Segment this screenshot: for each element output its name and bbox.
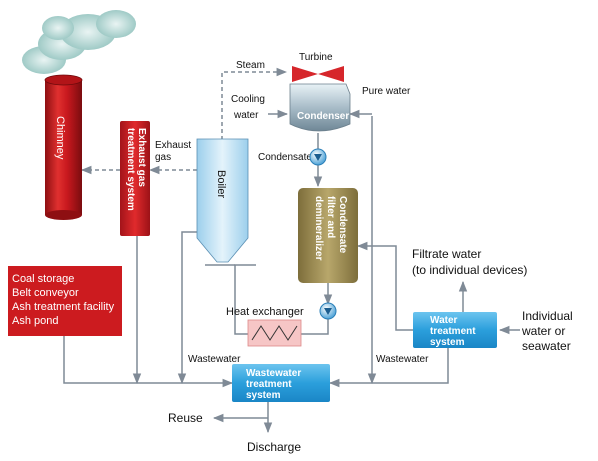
cond-filter-label-2: filter and	[325, 196, 336, 238]
condensate-label: Condensate	[258, 152, 312, 163]
coal-label-1: Coal storage	[12, 273, 74, 285]
egt-label-1: Exhaust gas	[136, 128, 147, 187]
wt-label-1: Water	[430, 315, 458, 326]
reuse-label: Reuse	[168, 411, 203, 425]
pure-water-label: Pure water	[362, 86, 411, 97]
hx-loop	[301, 318, 329, 335]
steam-label: Steam	[236, 60, 265, 71]
boiler-label: Boiler	[215, 170, 227, 198]
steam-line	[221, 67, 288, 140]
coal-label-4: Ash pond	[12, 315, 58, 327]
exhaust-gas-label-1: Exhaust	[155, 140, 191, 151]
coal-label-3: Ash treatment facility	[12, 301, 115, 313]
filtrate-label-1: Filtrate water	[412, 247, 481, 261]
cooling-label-1: Cooling	[231, 94, 265, 105]
cooling-label-2: water	[233, 110, 259, 121]
heat-exchanger	[247, 319, 302, 347]
hx-to-boiler	[234, 264, 256, 335]
turbine-icon	[292, 66, 344, 82]
exhaust-gas-label-2: gas	[155, 152, 171, 163]
wastewater-treatment-system: Wastewater treatment system	[232, 364, 330, 402]
smoke-icon	[22, 10, 136, 74]
coal-label-2: Belt conveyor	[12, 287, 79, 299]
coal-waste-line	[63, 336, 234, 388]
wt-label-2: treatment	[430, 326, 476, 337]
discharge-label: Discharge	[247, 440, 301, 454]
wastewater-right-label: Wastewater	[376, 354, 429, 365]
turbine: Turbine	[292, 52, 344, 82]
wwt-label-1: Wastewater	[246, 368, 301, 379]
indiv-label-2: water or	[521, 324, 565, 338]
feed-pump-icon	[319, 302, 337, 320]
heat-exchanger-coil-icon	[251, 325, 298, 341]
cond-filter-label-1: Condensate	[337, 196, 348, 254]
turbine-label: Turbine	[299, 52, 333, 63]
egt-label-2: treatment system	[125, 128, 136, 211]
condenser-label: Condenser	[297, 111, 349, 122]
wt-label-3: system	[430, 337, 465, 348]
indiv-label-3: seawater	[522, 339, 571, 353]
boiler: Boiler	[196, 138, 249, 263]
wwt-label-2: treatment	[246, 379, 292, 390]
condensate-pump-icon	[309, 148, 327, 166]
wastewater-left-label: Wastewater	[188, 354, 241, 365]
indiv-label-1: Individual	[522, 309, 573, 323]
water-treatment-system: Water treatment system	[413, 312, 497, 348]
cond-filter-label-3: demineralizer	[313, 196, 324, 261]
wwt-label-3: system	[246, 390, 281, 401]
heat-exchanger-label: Heat exchanger	[226, 306, 304, 318]
condenser: Condenser	[289, 83, 351, 132]
condensate-filter-demineralizer: Condensate filter and demineralizer	[298, 188, 358, 283]
coal-storage-box: Coal storage Belt conveyor Ash treatment…	[8, 266, 122, 336]
chimney-label: Chimney	[54, 116, 66, 160]
exhaust-gas-treatment-system: Exhaust gas treatment system	[120, 121, 150, 236]
filtrate-label-2: (to individual devices)	[412, 263, 527, 277]
chimney: Chimney	[22, 10, 136, 220]
